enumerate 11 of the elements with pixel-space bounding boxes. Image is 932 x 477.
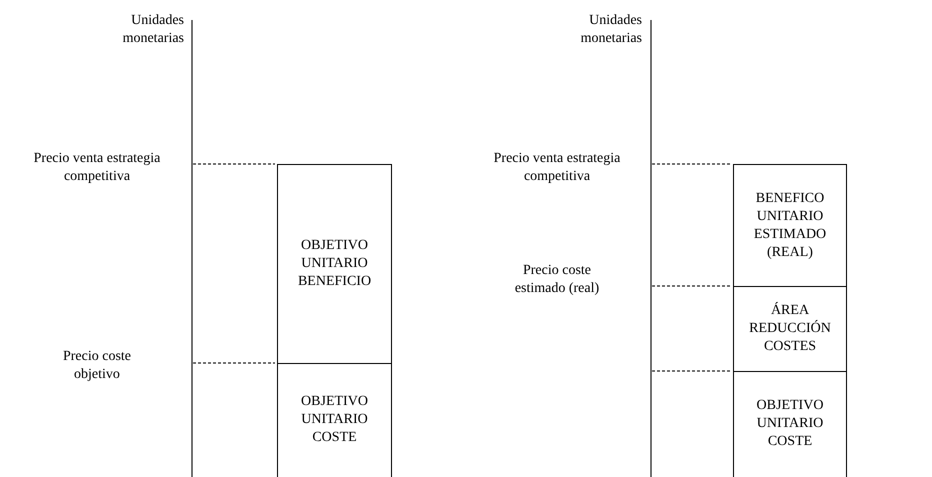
- axis-title: Unidades monetarias: [122, 12, 184, 48]
- price-label: Precio venta estrategia competitiva: [494, 150, 620, 186]
- price-label: Precio venta estrategia competitiva: [34, 150, 160, 186]
- cost-bar-segment: ÁREA REDUCCIÓN COSTES: [733, 286, 847, 372]
- price-label: Precio coste estimado (real): [514, 262, 600, 298]
- cost-bar-segment: OBJETIVO UNITARIO COSTE: [733, 371, 847, 477]
- cost-bar-segment: BENEFICO UNITARIO ESTIMADO (REAL): [733, 164, 847, 287]
- cost-bar-segment: OBJETIVO UNITARIO COSTE: [277, 363, 392, 477]
- cost-bar-segment: OBJETIVO UNITARIO BENEFICIO: [277, 164, 392, 364]
- axis-title: Unidades monetarias: [580, 12, 642, 48]
- price-label: Precio coste objetivo: [62, 348, 132, 384]
